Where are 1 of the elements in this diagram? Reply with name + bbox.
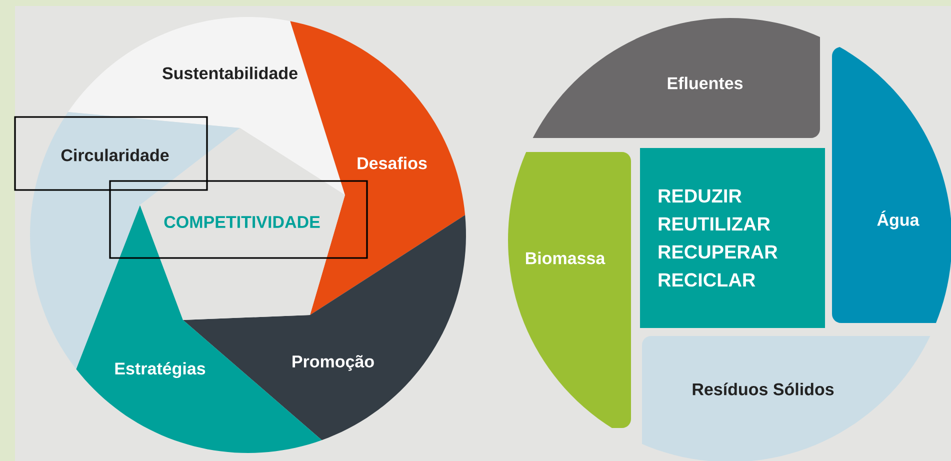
center-box: REDUZIR REUTILIZAR RECUPERAR RECICLAR	[640, 148, 825, 328]
